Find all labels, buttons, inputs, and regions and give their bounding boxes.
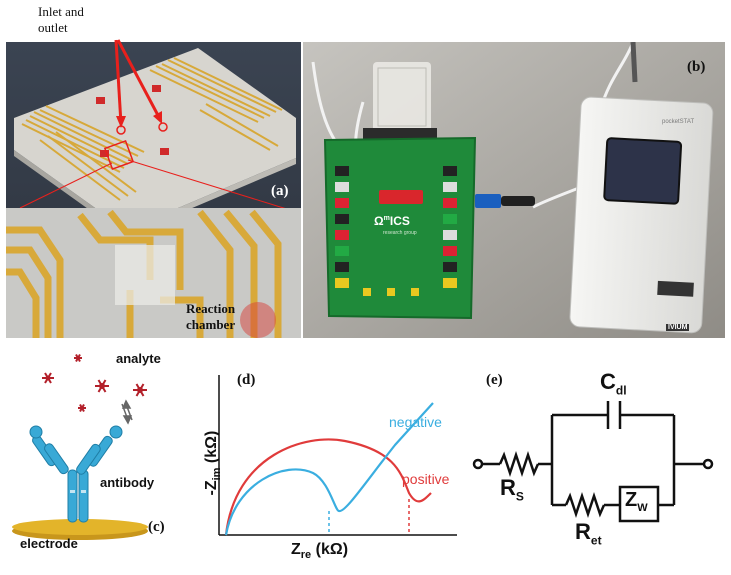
- x-axis-label: Zre (kΩ): [291, 541, 348, 561]
- resistor-ret: [564, 492, 606, 518]
- positive-label: positive: [402, 471, 450, 487]
- panel-label-d: (d): [237, 372, 256, 388]
- analyte-molecules: [42, 354, 147, 412]
- antibody-shape: [29, 425, 123, 523]
- panel-label-c: (c): [148, 519, 165, 535]
- panel-label-e: (e): [486, 372, 503, 388]
- y-axis-label: -Zim (kΩ): [203, 413, 223, 513]
- equivalent-circuit: [472, 401, 714, 523]
- cdl-label: Cdl: [600, 369, 627, 397]
- negative-label: negative: [389, 414, 442, 430]
- reaction-line2: chamber: [186, 317, 236, 332]
- x-axis-label-prefix: Z: [291, 541, 301, 558]
- outlet-marker: [158, 122, 168, 132]
- y-axis-label-prefix: -Z: [202, 480, 220, 496]
- inlet-outlet-line2: outlet: [38, 20, 68, 35]
- inlet-outlet-annotation: Inlet and outlet: [38, 4, 84, 36]
- ret-label: Ret: [575, 519, 602, 547]
- panel-label-a: (a): [271, 183, 289, 199]
- y-axis-label-unit: (kΩ): [202, 430, 220, 468]
- device-brand: IVIUM: [666, 324, 690, 331]
- pcb-right-jacks: [443, 166, 457, 288]
- antibody-label: antibody: [100, 475, 155, 490]
- positive-curve: [224, 438, 432, 536]
- ret-main: R: [575, 519, 591, 544]
- gold-traces: [21, 57, 283, 201]
- reaction-line1: Reaction: [186, 301, 236, 316]
- device-model: pocketSTAT: [662, 119, 695, 125]
- panel-c: analyte antibody electrode (c): [0, 340, 210, 570]
- ret-sub: et: [590, 533, 602, 548]
- rs-sub: S: [515, 489, 524, 504]
- cartridge: [373, 62, 431, 132]
- zw-label: ZW: [625, 489, 648, 514]
- nyquist-plot: [218, 375, 457, 536]
- device-screen: [604, 138, 682, 204]
- panel-b: ΩmICS research group pocketSTAT IVIUM (b…: [303, 41, 725, 338]
- analyte-label: analyte: [116, 351, 161, 366]
- pcb-brand-rest: ICS: [389, 214, 410, 228]
- binding-arrows: [121, 399, 133, 425]
- pcb-left-jacks: [335, 166, 349, 288]
- cdl-main: C: [600, 369, 616, 394]
- chip-illustration: [0, 0, 301, 338]
- pcb-yellow-pads: [363, 288, 419, 296]
- negative-curve: [224, 402, 434, 536]
- x-axis-label-sub: re: [300, 549, 312, 562]
- pcb-brand-sup: m: [383, 215, 390, 222]
- panel-e: Cdl RS Ret ZW (e): [462, 355, 731, 570]
- pcb-brand: ΩmICS: [374, 214, 410, 228]
- reaction-chamber-area: [115, 245, 175, 305]
- pcb-board: [325, 138, 475, 318]
- blue-plug: [475, 194, 501, 208]
- circuit-wires: [472, 401, 714, 523]
- cdl-sub: dl: [615, 383, 627, 398]
- pcb-brand-omega: Ω: [374, 214, 384, 228]
- inlet-arrows: [114, 39, 163, 125]
- inlet-outlet-line1: Inlet and: [38, 4, 84, 19]
- zw-sub: W: [637, 502, 648, 514]
- biosensor-illustration: [12, 354, 148, 540]
- potentiostat-device: [569, 96, 714, 334]
- panel-a: Inlet and outlet Reaction chamber (a): [0, 0, 301, 338]
- rs-label: RS: [500, 475, 524, 503]
- y-axis-label-sub: im: [211, 467, 224, 481]
- panel-d: negative positive -Zim (kΩ) Zre (kΩ) (d): [195, 355, 465, 570]
- resistor-rs: [498, 451, 540, 477]
- reaction-chamber-annotation: Reaction chamber: [186, 301, 235, 333]
- chip-markers: [96, 85, 169, 157]
- x-axis-label-unit: (kΩ): [311, 541, 349, 558]
- pcb-subtitle: research group: [383, 230, 417, 236]
- red-clip: [379, 190, 423, 204]
- electrode-label: electrode: [20, 536, 78, 551]
- instrument-photo: [303, 41, 725, 338]
- plot-axes: [218, 375, 457, 536]
- zoom-box: [103, 139, 135, 171]
- zw-main: Z: [625, 489, 638, 511]
- panel-label-b: (b): [687, 59, 706, 75]
- rs-main: R: [500, 475, 516, 500]
